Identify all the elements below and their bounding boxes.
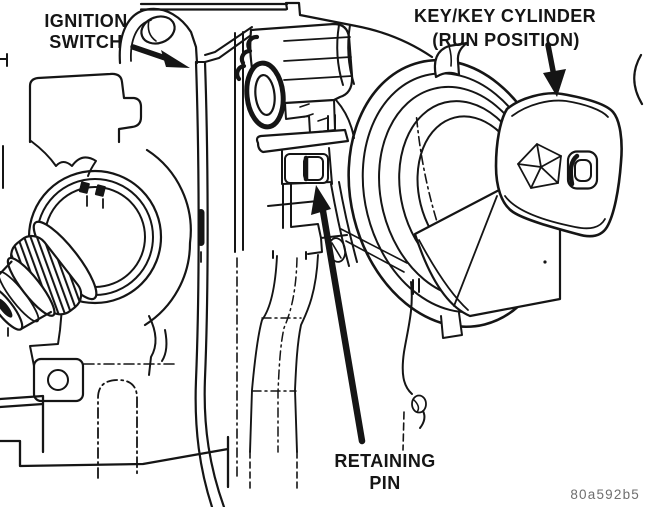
- key-shroud-wedge: [413, 186, 562, 339]
- pentastar-logo-icon: [517, 143, 562, 189]
- ignition-switch-body: [235, 22, 355, 139]
- retaining-pin-label-line2: PIN: [369, 473, 400, 493]
- key-head-grip-detail: [566, 150, 599, 190]
- callout-labels: IGNITION SWITCH KEY/KEY CYLINDER (RUN PO…: [44, 6, 640, 502]
- lower-linkage: [249, 254, 319, 491]
- key-cylinder-label-line2: (RUN POSITION): [432, 30, 580, 50]
- retaining-pin-assembly: [255, 128, 358, 267]
- callout-arrows: [130, 42, 566, 445]
- ignition-switch-arrow: [130, 44, 190, 68]
- retaining-pin-arrow: [311, 185, 366, 445]
- ignition-switch-label-line2: SWITCH: [49, 32, 122, 52]
- figure-code: 80a592b5: [570, 487, 640, 502]
- steering-column-housing: [0, 53, 230, 489]
- ignition-switch-label-line1: IGNITION: [44, 11, 127, 31]
- key-cylinder-arrow: [543, 42, 566, 97]
- retaining-pin-label-line1: RETAINING: [334, 451, 435, 471]
- wire-connector-loop: [411, 394, 427, 414]
- splined-steering-shaft: [0, 220, 98, 331]
- edge-clip-arc: [633, 53, 644, 106]
- key-cylinder-label-line1: KEY/KEY CYLINDER: [414, 6, 596, 26]
- wiring-harness: [340, 228, 427, 451]
- hub-lock-tabs: [78, 181, 106, 209]
- key-head: [494, 53, 644, 264]
- mounting-bracket: [118, 1, 434, 65]
